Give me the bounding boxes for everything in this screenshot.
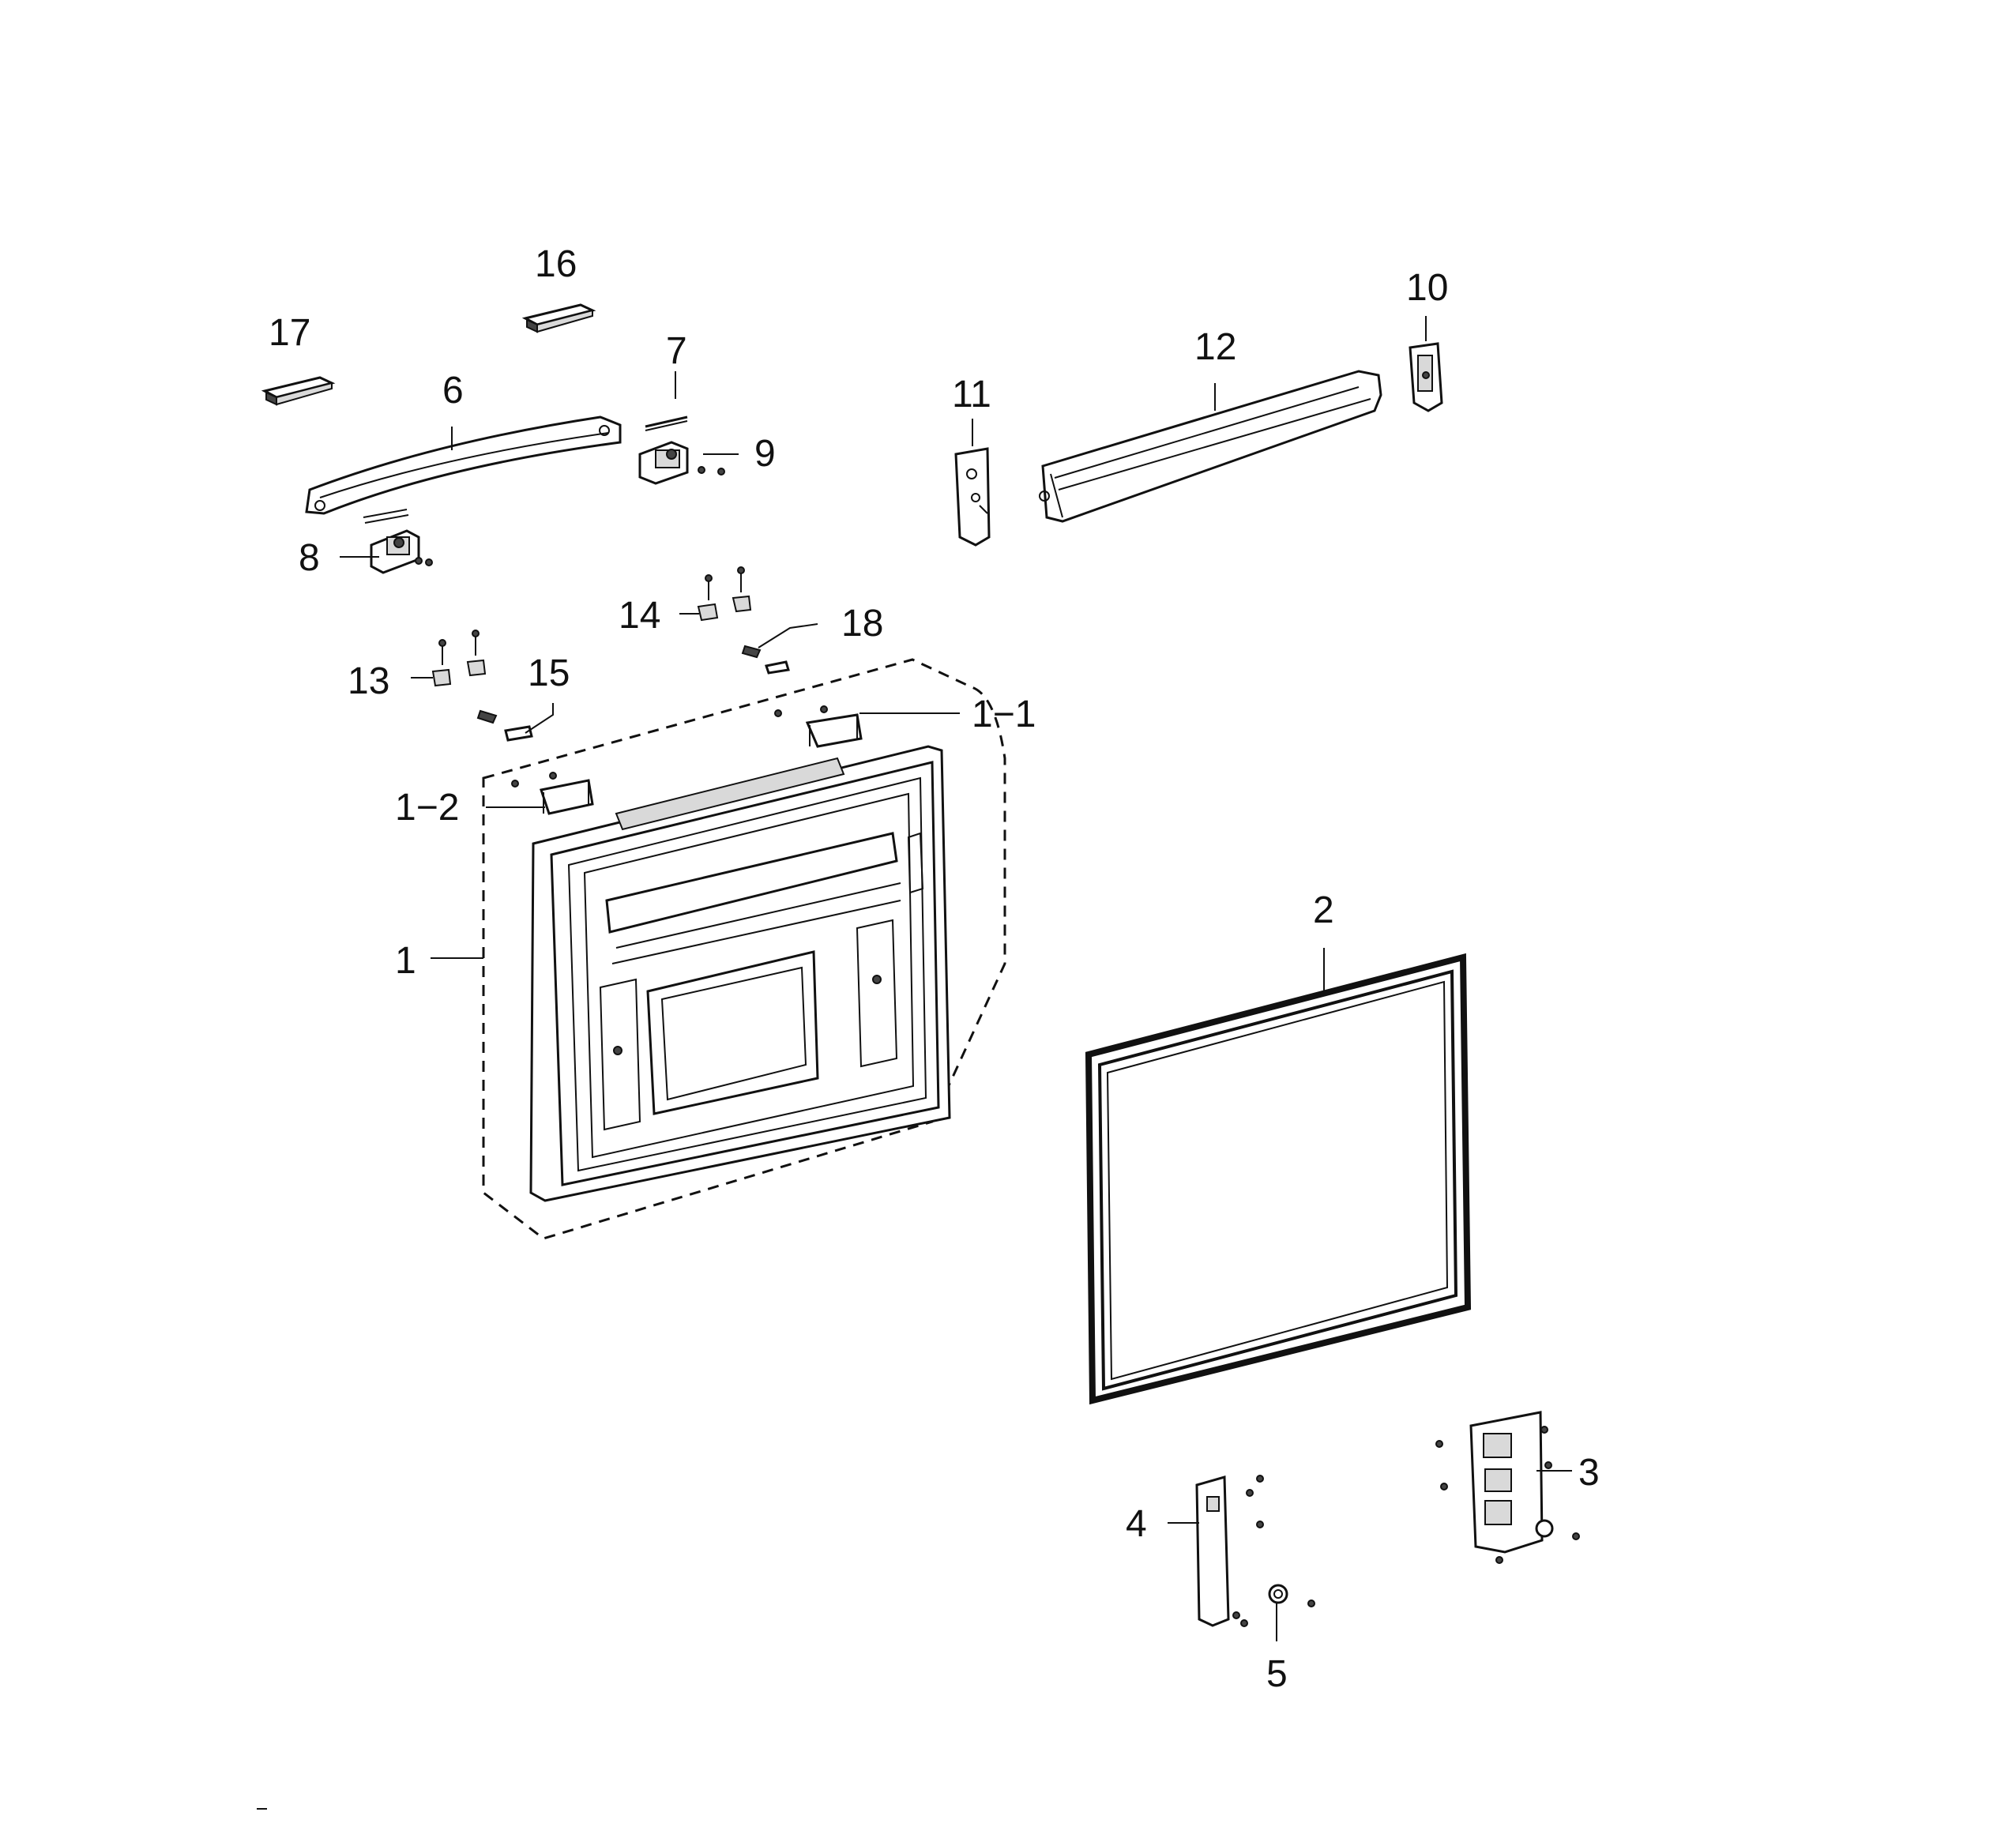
callout-16: 16 [535,243,577,285]
part-18-spring [741,645,790,675]
part-16-cover [521,303,596,333]
callout-3: 3 [1578,1452,1600,1494]
part-5-cap [1268,1584,1315,1607]
callout-4: 4 [1126,1503,1147,1545]
part-1-2-hinge [511,772,594,815]
part-2-gasket [1085,953,1472,1405]
callout-13: 13 [348,660,389,702]
callout-7: 7 [666,330,687,372]
callout-14: 14 [619,595,660,637]
part-14-caps [697,566,752,622]
part-6-handle [305,415,622,524]
callout-15: 15 [528,652,570,694]
part-9-bracket [638,441,725,485]
part-12-bin [1039,370,1382,523]
part-8-bracket [370,529,433,574]
part-3-bracket [1435,1411,1580,1564]
part-15-spring [476,709,533,742]
part-10-end-cap [1409,342,1443,412]
callout-12: 12 [1194,326,1236,368]
part-17-cover [261,376,336,406]
callout-1: 1 [395,940,416,982]
callout-1-2: 1−2 [395,787,459,829]
callout-11: 11 [952,374,991,415]
callout-8: 8 [299,537,320,579]
part-1-door [529,745,951,1202]
part-1-1-hinge [774,705,863,748]
door-assembly-boundary [482,658,1006,1240]
callout-18: 18 [841,603,883,645]
leader-15 [525,703,554,734]
callout-9: 9 [754,433,776,475]
part-13-caps [431,630,487,687]
part-4-bracket [1195,1475,1264,1627]
callout-10: 10 [1406,267,1448,309]
part-7-pin [645,415,688,431]
callout-17: 17 [269,312,310,354]
callout-5: 5 [1266,1653,1288,1695]
leader-18 [758,623,818,648]
callout-1-1: 1−1 [972,694,1036,735]
part-11-end-cap [954,447,991,547]
callout-2: 2 [1313,889,1334,931]
callout-6: 6 [442,370,464,412]
